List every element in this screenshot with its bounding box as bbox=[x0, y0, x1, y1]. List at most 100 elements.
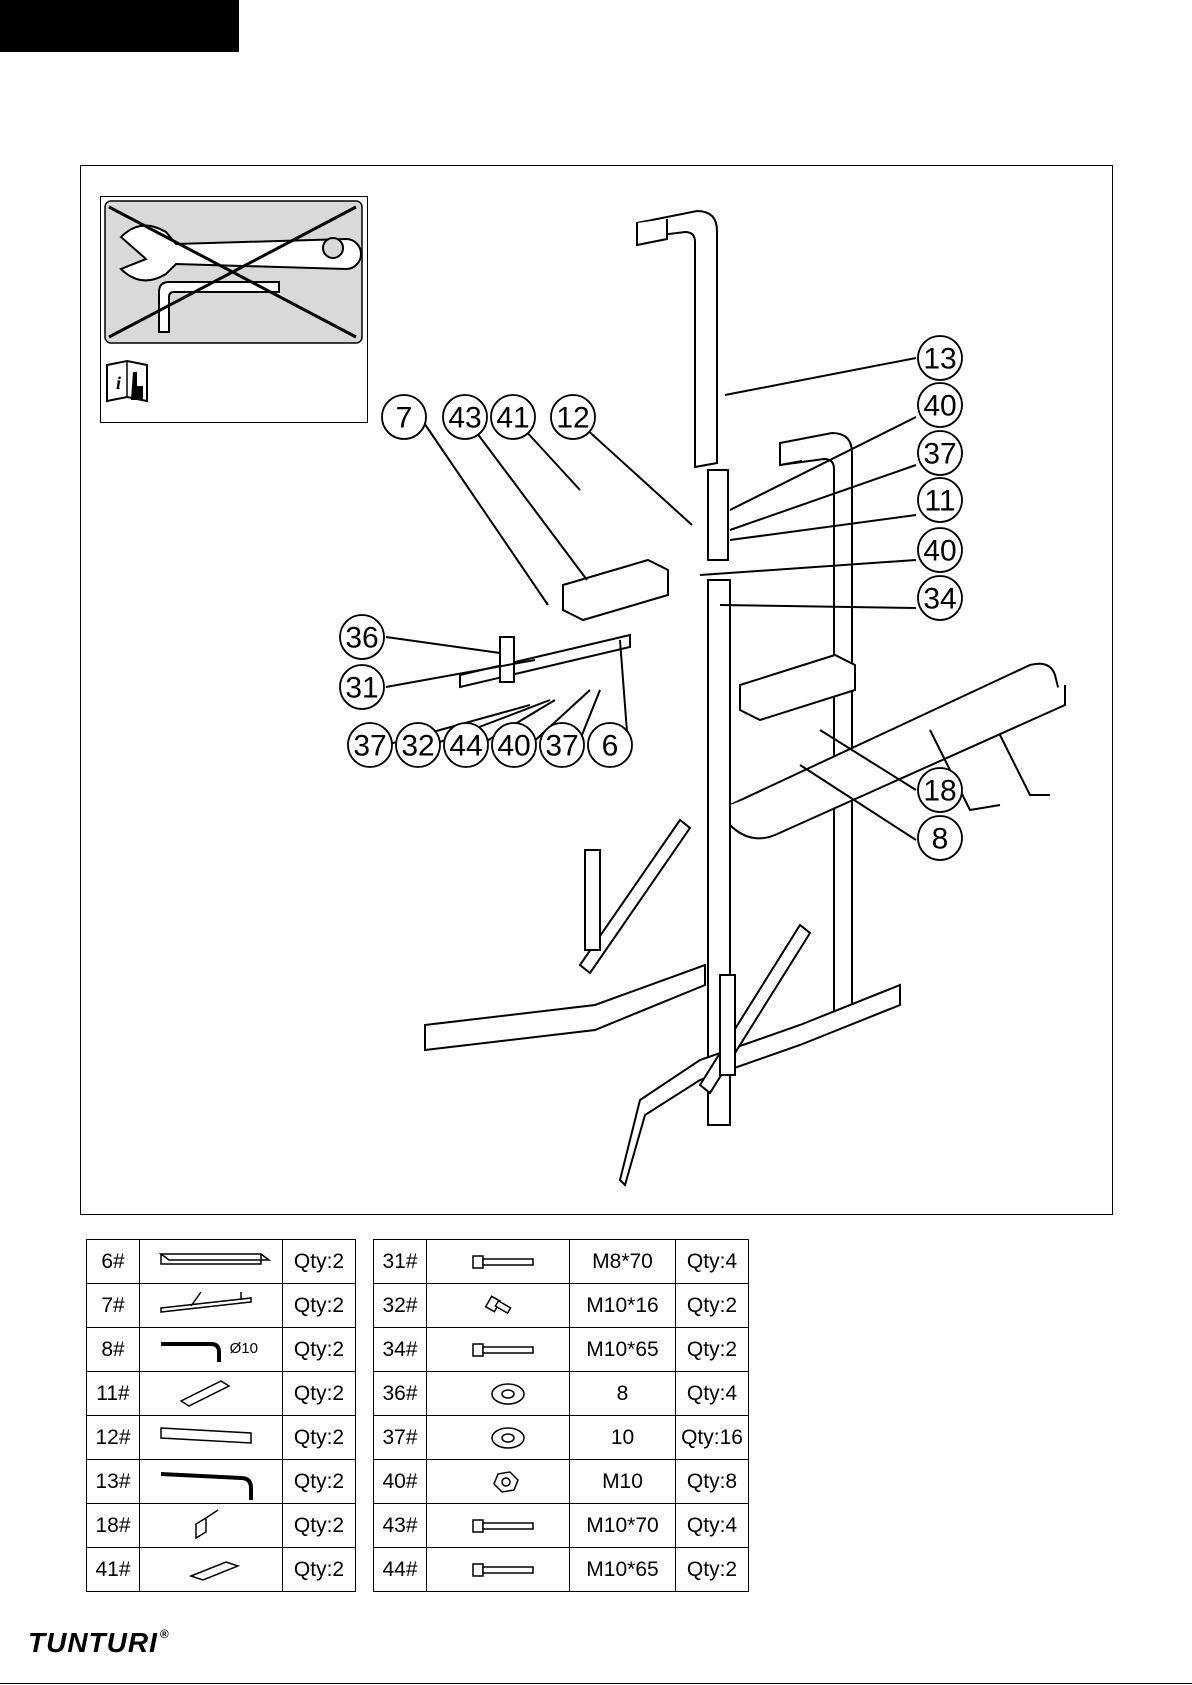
part-quantity: Qty:2 bbox=[675, 1547, 749, 1592]
callout-13: 13 bbox=[917, 335, 963, 381]
part-illustration bbox=[426, 1503, 570, 1548]
part-number: 34# bbox=[373, 1327, 427, 1372]
callout-12: 12 bbox=[550, 394, 596, 440]
svg-text:43: 43 bbox=[448, 402, 481, 435]
upright-part bbox=[160, 1471, 253, 1500]
arm-frame-part bbox=[160, 1291, 252, 1313]
part-spec: M10*16 bbox=[569, 1283, 676, 1328]
table-row: 6#Qty:2 bbox=[86, 1239, 356, 1284]
part-illustration bbox=[426, 1239, 570, 1284]
part-quantity: Qty:2 bbox=[282, 1415, 356, 1460]
svg-text:18: 18 bbox=[923, 775, 956, 808]
callout-36: 36 bbox=[339, 614, 385, 660]
part-quantity: Qty:16 bbox=[675, 1415, 749, 1460]
part-spec: M10 bbox=[569, 1459, 676, 1504]
callout-6: 6 bbox=[587, 722, 633, 768]
part-quantity: Qty:4 bbox=[675, 1239, 749, 1284]
callout-31: 31 bbox=[339, 664, 385, 710]
part-number: 13# bbox=[86, 1459, 140, 1504]
part-quantity: Qty:2 bbox=[282, 1371, 356, 1416]
part-number: 8# bbox=[86, 1327, 140, 1372]
part-number: 7# bbox=[86, 1283, 140, 1328]
part-illustration bbox=[426, 1459, 570, 1504]
svg-text:40: 40 bbox=[497, 730, 530, 763]
callout-40: 40 bbox=[491, 722, 537, 768]
table-row: 18#Qty:2 bbox=[86, 1503, 356, 1548]
part-number: 18# bbox=[86, 1503, 140, 1548]
nut-icon bbox=[493, 1470, 519, 1493]
part-illustration: Ø10 bbox=[139, 1327, 283, 1372]
part-quantity: Qty:4 bbox=[675, 1371, 749, 1416]
svg-text:40: 40 bbox=[923, 535, 956, 568]
assembly-frame bbox=[80, 165, 1113, 1215]
callout-41: 41 bbox=[490, 394, 536, 440]
callout-37: 37 bbox=[539, 722, 585, 768]
svg-text:41: 41 bbox=[496, 402, 529, 435]
part-quantity: Qty:2 bbox=[282, 1327, 356, 1372]
svg-text:34: 34 bbox=[923, 583, 956, 616]
callout-44: 44 bbox=[443, 722, 489, 768]
washer-icon bbox=[491, 1382, 525, 1405]
callout-40: 40 bbox=[917, 527, 963, 573]
part-illustration bbox=[139, 1503, 283, 1548]
svg-text:37: 37 bbox=[923, 438, 956, 471]
table-row: 12# Qty:2 bbox=[86, 1415, 356, 1460]
part-spec: 8 bbox=[569, 1371, 676, 1416]
part-illustration bbox=[139, 1415, 283, 1460]
no-tools-icon: i bbox=[104, 200, 363, 403]
hinge-bracket-part bbox=[195, 1508, 219, 1539]
table-row: 41#Qty:2 bbox=[86, 1547, 356, 1592]
part-spec: 10 bbox=[569, 1415, 676, 1460]
plate-part bbox=[179, 1379, 231, 1407]
part-number: 6# bbox=[86, 1239, 140, 1284]
assembly-diagram: 13 7 43 41 12 40 37 11 40 34 36 31 37 32 44 40 37 6 18 8 bbox=[339, 209, 1066, 1187]
bolt-icon bbox=[472, 1562, 534, 1577]
callout-18: 18 bbox=[917, 767, 963, 813]
svg-text:37: 37 bbox=[353, 730, 386, 763]
part-illustration bbox=[139, 1283, 283, 1328]
part-quantity: Qty:4 bbox=[675, 1503, 749, 1548]
l-pin-part bbox=[161, 1341, 221, 1362]
callout-43: 43 bbox=[442, 394, 488, 440]
part-illustration bbox=[426, 1547, 570, 1592]
table-row: 11# Qty:2 bbox=[86, 1371, 356, 1416]
part-illustration bbox=[426, 1327, 570, 1372]
part-quantity: Qty:2 bbox=[675, 1283, 749, 1328]
part-number: 31# bbox=[373, 1239, 427, 1284]
svg-text:31: 31 bbox=[345, 672, 378, 705]
svg-text:32: 32 bbox=[401, 730, 434, 763]
table-row: 7#Qty:2 bbox=[86, 1283, 356, 1328]
svg-text:7: 7 bbox=[396, 402, 413, 435]
svg-text:6: 6 bbox=[602, 730, 619, 763]
part-spec: M10*70 bbox=[569, 1503, 676, 1548]
svg-text:12: 12 bbox=[556, 402, 589, 435]
svg-text:8: 8 bbox=[932, 823, 949, 856]
callout-11: 11 bbox=[917, 477, 963, 523]
table-row: 13#Qty:2 bbox=[86, 1459, 356, 1504]
part-illustration bbox=[426, 1283, 570, 1328]
part-number: 41# bbox=[86, 1547, 140, 1592]
part-spec: M10*65 bbox=[569, 1327, 676, 1372]
callout-8: 8 bbox=[917, 815, 963, 861]
svg-text:40: 40 bbox=[923, 390, 956, 423]
part-quantity: Qty:8 bbox=[675, 1459, 749, 1504]
footer-rule bbox=[0, 1683, 1192, 1684]
svg-text:44: 44 bbox=[449, 730, 482, 763]
washer-icon bbox=[491, 1426, 525, 1449]
svg-text:13: 13 bbox=[923, 343, 956, 376]
part-number: 12# bbox=[86, 1415, 140, 1460]
angle-bracket-part bbox=[158, 1252, 271, 1265]
part-number: 11# bbox=[86, 1371, 140, 1416]
part-spec: M8*70 bbox=[569, 1239, 676, 1284]
svg-text:36: 36 bbox=[345, 622, 378, 655]
part-illustration bbox=[139, 1459, 283, 1504]
part-number: 32# bbox=[373, 1283, 427, 1328]
tube-part bbox=[160, 1426, 252, 1444]
part-illustration bbox=[139, 1239, 283, 1284]
